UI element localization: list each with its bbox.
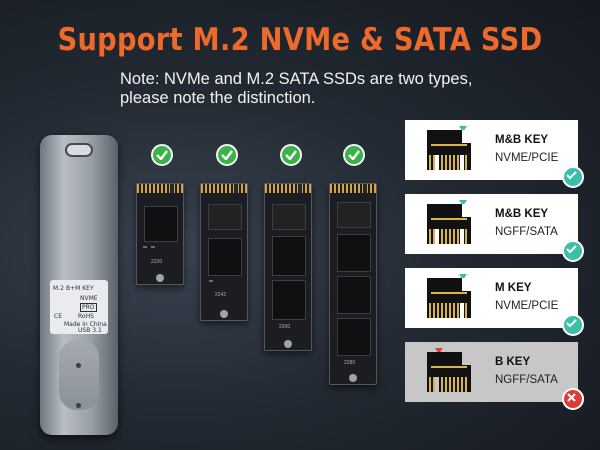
key-type: NGFF/SATA [495,374,558,386]
enclosure-print: Made in China [64,321,107,328]
ssd-notch [234,184,238,193]
key-name: B KEY [495,356,531,368]
ssd-chip [337,234,371,272]
screw [76,363,81,368]
enclosure-print: CE [54,313,62,320]
ssd-size-label: 2260 [279,324,291,330]
key-card-mb-sata: M&B KEY NGFF/SATA [405,194,584,262]
check-icon [216,144,238,166]
ssd-chip [272,236,306,276]
ssd-chip [337,276,371,314]
key-position-marker [435,348,443,354]
check-icon [562,240,584,262]
cross-icon [562,388,584,410]
enclosure-print: RoHS [78,313,94,320]
enclosure-print: M.2 [53,285,64,292]
ssd-chip [337,318,371,356]
ssd-size-label: 2280 [344,360,356,366]
key-name: M&B KEY [495,208,549,220]
check-icon [343,144,365,166]
key-position-marker [459,200,467,206]
check-icon [562,166,584,188]
ssd-size-label: 2230 [151,259,163,265]
ssd-notch [363,184,367,193]
enclosure-label-panel: M.2 B+M KEY NVME PRO CE RoHS Made in Chi… [50,280,108,334]
ssd-mount-hole [156,274,164,282]
key-name: M KEY [495,282,532,294]
key-card-mb-nvme: M&B KEY NVME/PCIE [405,120,584,188]
note-line-2: please note the distinction. [120,89,316,107]
enclosure-slot [59,340,99,410]
ssd-controller-chip [208,204,242,230]
ssd-connector [201,184,247,193]
ssd-enclosure: M.2 B+M KEY NVME PRO CE RoHS Made in Chi… [40,135,118,435]
key-name: M&B KEY [495,134,549,146]
m2-connector-image [427,278,471,318]
screw [76,403,81,408]
ssd-connector [330,184,376,193]
m2-connector-image [427,130,471,170]
ssd-mount-hole [220,310,228,318]
ssd-controller-chip [337,202,371,228]
check-icon [562,314,584,336]
check-icon [151,144,173,166]
ssd-notch [298,184,302,193]
ssd-connector [137,184,183,193]
m2-connector-image [427,352,471,392]
key-position-marker [459,126,467,132]
ssd-size-label: 2242 [215,292,227,298]
ssd-2230: 2230 [136,183,184,285]
note-line-1: Note: NVMe and M.2 SATA SSDs are two typ… [120,70,473,88]
ssd-mount-hole [284,340,292,348]
ssd-mount-hole [349,374,357,382]
ssd-chip [208,238,242,276]
usb-c-port-icon [65,143,93,157]
key-type: NVME/PCIE [495,152,559,164]
note-text: Note: NVMe and M.2 SATA SSDs are two typ… [120,70,472,108]
ssd-connector [265,184,311,193]
m2-connector-image [427,204,471,244]
ssd-component [143,246,147,248]
ssd-2280: 2280 [329,183,377,385]
ssd-2260: 2260 [264,183,312,351]
enclosure-print: USB 3.1 [78,327,102,334]
ssd-component [209,280,213,282]
enclosure-print: NVME [80,295,98,302]
enclosure-print: PRO [80,303,97,312]
ssd-component [151,246,155,248]
check-icon [280,144,302,166]
ssd-chip [144,206,178,242]
key-card-m-nvme: M KEY NVME/PCIE [405,268,584,336]
page-title: Support M.2 NVMe & SATA SSD [57,22,543,58]
ssd-2242: 2242 [200,183,248,321]
key-type: NGFF/SATA [495,226,558,238]
key-position-marker [459,274,467,280]
key-card-b-sata: B KEY NGFF/SATA [405,342,584,410]
key-type: NVME/PCIE [495,300,559,312]
ssd-notch [170,184,174,193]
enclosure-print: B+M KEY [66,285,94,292]
ssd-controller-chip [272,204,306,230]
ssd-chip [272,280,306,320]
